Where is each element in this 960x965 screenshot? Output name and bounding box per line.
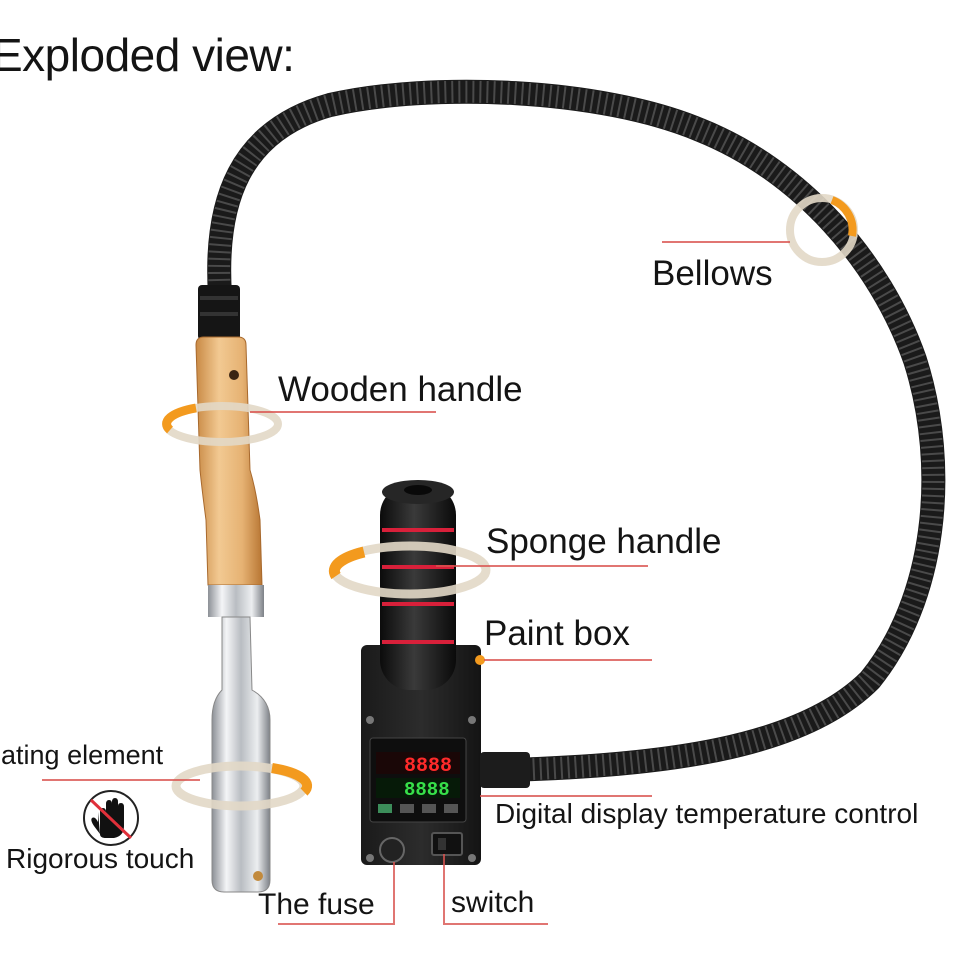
bellows-hose-ribs	[208, 80, 945, 781]
display-upper-readout: 8888	[404, 755, 452, 778]
label-paint-box: Paint box	[484, 614, 630, 653]
callout-ring-heating-element	[171, 761, 313, 811]
wooden-handle	[195, 336, 263, 586]
display-lower-readout: 8888	[404, 779, 450, 801]
heating-element	[211, 616, 271, 893]
no-touch-hand-icon	[83, 790, 139, 846]
label-switch: switch	[451, 886, 535, 919]
power-switch[interactable]	[431, 832, 463, 856]
sponge-handle	[380, 485, 456, 690]
leader-lines	[42, 241, 790, 925]
bellows-hose	[207, 79, 946, 782]
callout-ring-wooden-handle	[162, 402, 282, 446]
callout-ring-bellows	[786, 194, 858, 266]
label-heating-element: eating element	[0, 740, 164, 770]
label-rigorous-touch: Rigorous touch	[6, 843, 195, 874]
label-wooden-handle: Wooden handle	[278, 370, 523, 409]
callout-ring-sponge-handle	[328, 541, 491, 599]
label-fuse: The fuse	[258, 888, 375, 921]
label-bellows: Bellows	[652, 254, 773, 293]
label-sponge-handle: Sponge handle	[486, 522, 722, 561]
page-title: Exploded view:	[0, 29, 295, 81]
fuse-knob[interactable]	[379, 837, 405, 863]
label-digital-display: Digital display temperature control	[495, 798, 919, 829]
paint-box-callout-dot	[475, 655, 485, 665]
